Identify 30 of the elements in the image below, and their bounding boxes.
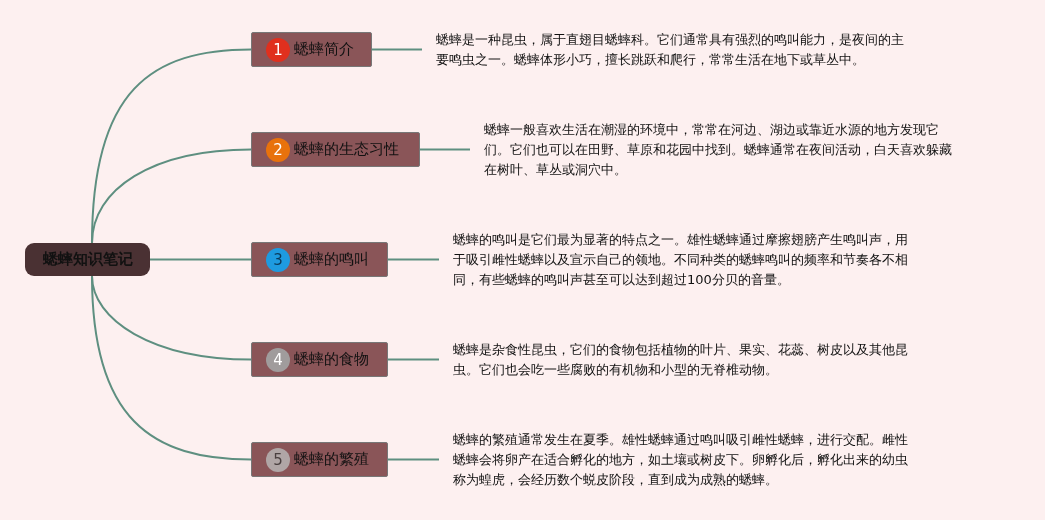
connector-line [371,48,423,51]
connector-line [419,148,471,151]
root-title: 蟋蟀知识笔记 [42,250,133,269]
number-badge: 5 [266,447,290,472]
topic-box [251,32,372,67]
connector-line [387,358,440,361]
topic-box [251,342,388,377]
root-box [25,243,150,276]
number-badge: 3 [266,247,290,272]
description-text: 蟋蟀一般喜欢生活在潮湿的环境中，常常在河边、湖边或靠近水源的地方发现它们。它们也可以在田野、草原和花园中找到。蟋蟀通常在夜间活动，白天喜欢躲藏在树叶、草丛或洞穴中。 [470,120,956,180]
number-badge: 2 [266,137,290,162]
connector-line [91,275,252,461]
topic-box [251,442,388,477]
description-text: 蟋蟀的鸣叫是它们最为显著的特点之一。雄性蟋蟀通过摩擦翅膀产生鸣叫声，用于吸引雌性蟋蟀以及宣示自己的领地。不同种类的蟋蟀鸣叫的频率和节奏各不相同，有些蟋蟀的鸣叫声甚至可以达到超过100分贝的音量。 [439,230,913,290]
topic-box [251,132,420,167]
topic-label: 蟋蟀的生态习性 [294,140,399,159]
connector-line [387,458,440,461]
topic-label: 蟋蟀的食物 [294,350,369,369]
number-badge: 1 [266,37,290,62]
description-text: 蟋蟀是杂食性昆虫，它们的食物包括植物的叶片、果实、花蕊、树皮以及其他昆虫。它们也会吃一些腐败的有机物和小型的无脊椎动物。 [439,340,913,380]
topic-label: 蟋蟀的鸣叫 [294,250,369,269]
connector-line [387,258,440,261]
description-text: 蟋蟀是一种昆虫，属于直翅目蟋蟀科。它们通常具有强烈的鸣叫能力，是夜间的主要鸣虫之一。蟋蟀体形小巧，擅长跳跃和爬行，常常生活在地下或草丛中。 [422,30,916,70]
topic-box [251,242,388,277]
topic-label: 蟋蟀的繁殖 [294,450,369,469]
number-badge: 4 [266,347,290,372]
topic-label: 蟋蟀简介 [294,40,354,59]
connector-line [149,258,252,261]
description-text: 蟋蟀的繁殖通常发生在夏季。雄性蟋蟀通过鸣叫吸引雌性蟋蟀，进行交配。雌性蟋蟀会将卵产在适合孵化的地方，如土壤或树皮下。卵孵化后，孵化出来的幼虫称为蝗虎，会经历数个蜕皮阶段，直到成为成熟的蟋蟀。 [439,430,913,490]
connector-line [91,148,252,244]
